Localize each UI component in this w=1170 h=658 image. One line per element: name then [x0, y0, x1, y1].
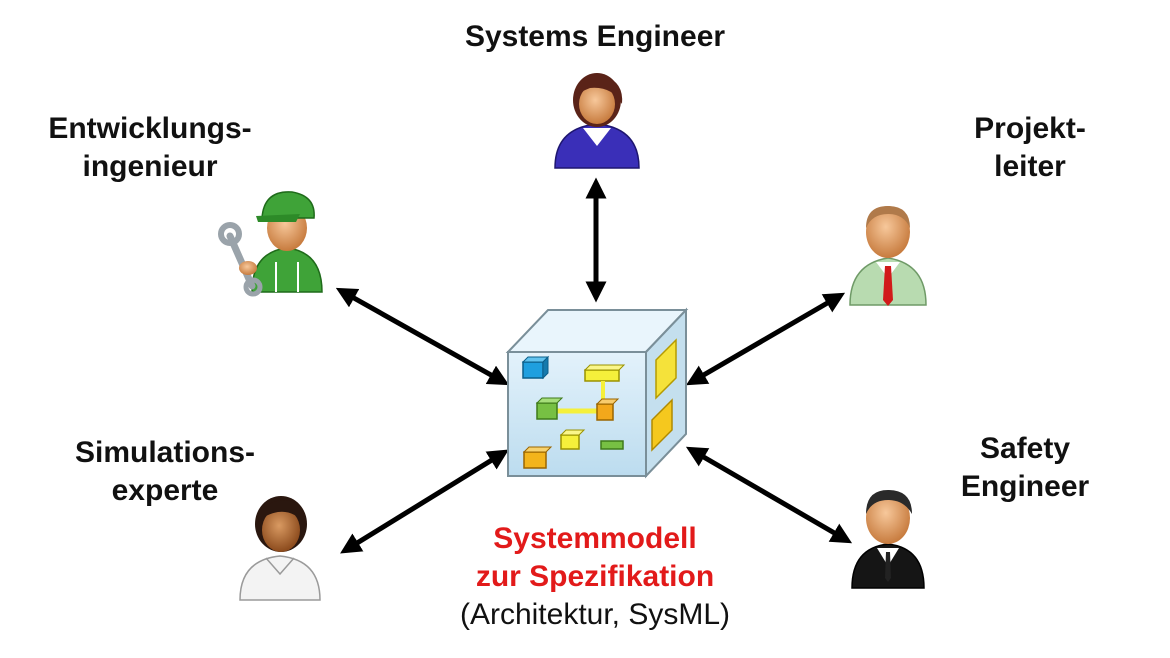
safety-line2: Engineer [960, 470, 1090, 503]
label-entwicklungsingenieur: Entwicklungs- ingenieur [10, 110, 290, 186]
model-title-line2: zur Spezifikation [475, 560, 715, 593]
label-systems-engineer: Systems Engineer [415, 18, 775, 56]
arrow-simulationsexperte [340, 449, 509, 554]
projekt-line2: leiter [994, 150, 1066, 183]
simulations-line2: experte [111, 474, 219, 507]
label-projektleiter: Projekt- leiter [920, 110, 1140, 186]
manager-with-tie-icon [849, 206, 927, 306]
person-in-suit-icon [851, 490, 925, 589]
arrow-entwicklungsingenieur [335, 287, 510, 386]
person-icon-purple [554, 73, 640, 169]
system-model-cube-icon [505, 307, 689, 479]
person-icon-white [239, 496, 321, 601]
arrows [335, 177, 853, 554]
label-simulationsexperte: Simulations- experte [30, 434, 300, 510]
label-safety-engineer: Safety Engineer [920, 430, 1130, 506]
entwicklungs-line1: Entwicklungs- [48, 112, 252, 145]
model-title-line1: Systemmodell [493, 522, 697, 555]
simulations-line1: Simulations- [74, 436, 255, 469]
safety-line1: Safety [979, 432, 1071, 465]
arrow-projektleiter [685, 292, 846, 386]
model-subtitle: (Architektur, SysML) [459, 598, 731, 631]
entwicklungs-line2: ingenieur [82, 150, 218, 183]
arrow-safety-engineer [685, 446, 853, 544]
center-caption: Systemmodell zur Spezifikation (Architek… [395, 520, 795, 634]
mechanic-with-wrench-icon [218, 191, 323, 297]
systems-engineer-text: Systems Engineer [464, 20, 726, 53]
projekt-line1: Projekt- [974, 112, 1086, 145]
